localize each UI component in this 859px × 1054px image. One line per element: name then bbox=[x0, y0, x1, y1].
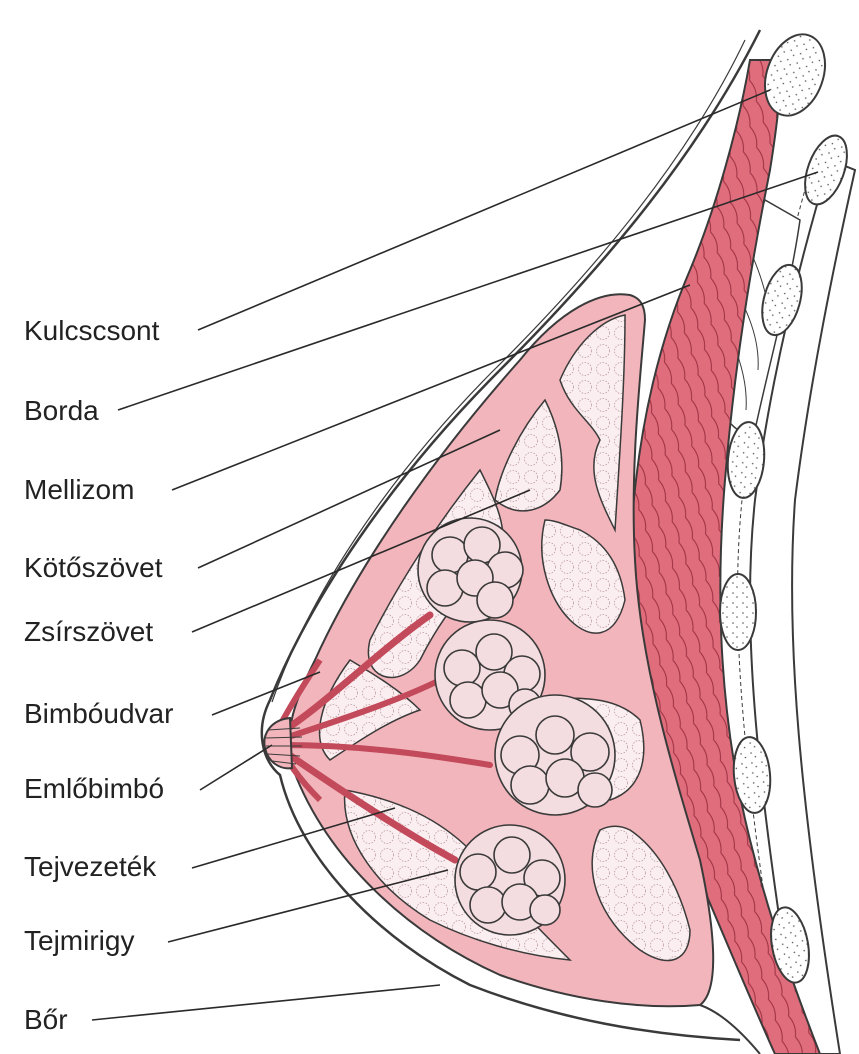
label-milk-duct: Tejvezeték bbox=[24, 853, 156, 881]
label-areola: Bimbóudvar bbox=[24, 700, 173, 728]
label-clavicle: Kulcscsont bbox=[24, 317, 159, 345]
gland-lobule bbox=[495, 695, 615, 815]
label-fat-tissue: Zsírszövet bbox=[24, 618, 153, 646]
label-skin: Bőr bbox=[24, 1006, 68, 1034]
label-connective-tissue: Kötőszövet bbox=[24, 554, 163, 582]
gland-lobule bbox=[455, 825, 565, 935]
gland-lobule bbox=[418, 518, 523, 622]
label-rib: Borda bbox=[24, 397, 99, 425]
label-mammary-gland: Tejmirigy bbox=[24, 927, 134, 955]
label-pectoral-muscle: Mellizom bbox=[24, 476, 134, 504]
skin-fold bbox=[700, 1005, 760, 1054]
label-nipple: Emlőbimbó bbox=[24, 775, 164, 803]
